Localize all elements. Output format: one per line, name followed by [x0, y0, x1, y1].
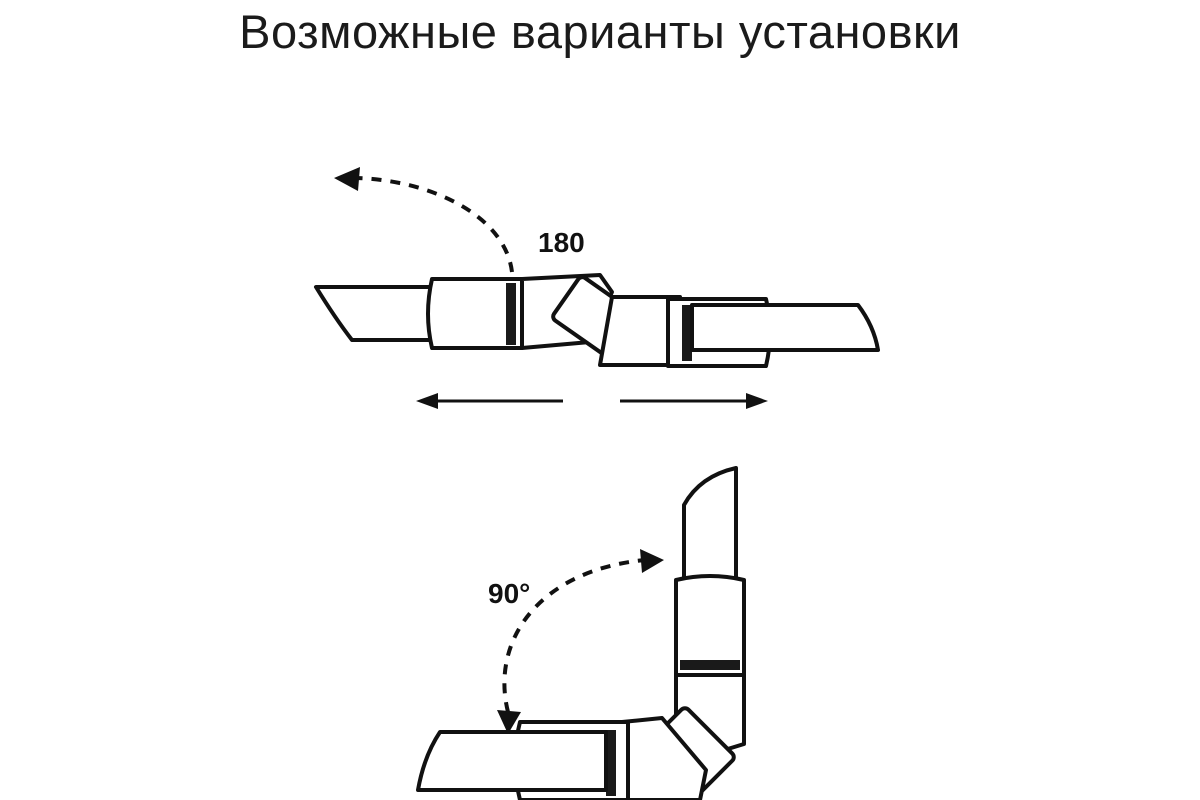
seal-vertical-stripe	[680, 660, 740, 670]
hinge-body-top	[674, 673, 746, 754]
seal-left	[426, 277, 524, 350]
seal-horizontal-stripe	[606, 730, 616, 796]
seal-right-stripe	[682, 305, 692, 361]
rotation-arc-180	[355, 176, 514, 273]
seal-vertical	[674, 574, 746, 677]
variant-90: 90°	[416, 466, 746, 800]
rotation-arrowhead-90-bottom	[497, 710, 521, 734]
seal-left-stripe	[506, 283, 516, 345]
rotation-arrowhead-90-top	[640, 549, 664, 573]
rotation-arc-90	[502, 558, 646, 713]
angle-label-180: 180	[538, 227, 585, 258]
rotation-arrowhead-180	[334, 167, 360, 191]
glass-panel-right	[690, 303, 880, 352]
variant-180: 180	[314, 167, 880, 409]
slide-arrow-left-head	[416, 393, 438, 409]
glass-panel-horizontal	[416, 730, 608, 792]
page-title: Возможные варианты установки	[239, 5, 961, 58]
angle-label-90: 90°	[488, 578, 530, 609]
slide-arrow-right-head	[746, 393, 768, 409]
